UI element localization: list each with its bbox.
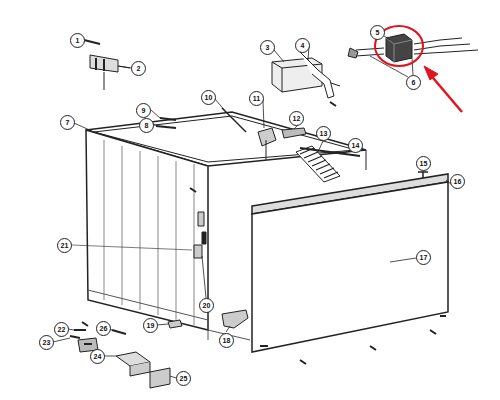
callout-number: 13 xyxy=(316,126,331,141)
callout-number: 7 xyxy=(60,115,75,130)
callout-number: 4 xyxy=(295,38,310,53)
callout-number: 20 xyxy=(199,298,214,313)
callout-number: 21 xyxy=(57,238,72,253)
callout-number: 17 xyxy=(416,250,431,265)
callout-number: 8 xyxy=(139,118,154,133)
callout-number: 11 xyxy=(249,91,264,106)
callout-number: 19 xyxy=(143,318,158,333)
callout-number: 2 xyxy=(131,61,146,76)
callout-number: 24 xyxy=(90,349,105,364)
callout-number: 6 xyxy=(406,75,421,90)
callout-number: 22 xyxy=(54,322,69,337)
callout-number: 16 xyxy=(450,174,465,189)
callout-number: 1 xyxy=(70,33,85,48)
callout-number: 10 xyxy=(201,90,216,105)
callout-number: 25 xyxy=(176,371,191,386)
callout-number: 23 xyxy=(39,335,54,350)
callout-number: 26 xyxy=(96,321,111,336)
callout-number: 15 xyxy=(416,156,431,171)
callout-number: 12 xyxy=(289,111,304,126)
callout-number: 14 xyxy=(348,138,363,153)
callout-number: 3 xyxy=(260,40,275,55)
callout-number: 5 xyxy=(370,25,385,40)
callout-number: 18 xyxy=(219,333,234,348)
callout-number: 9 xyxy=(136,103,151,118)
